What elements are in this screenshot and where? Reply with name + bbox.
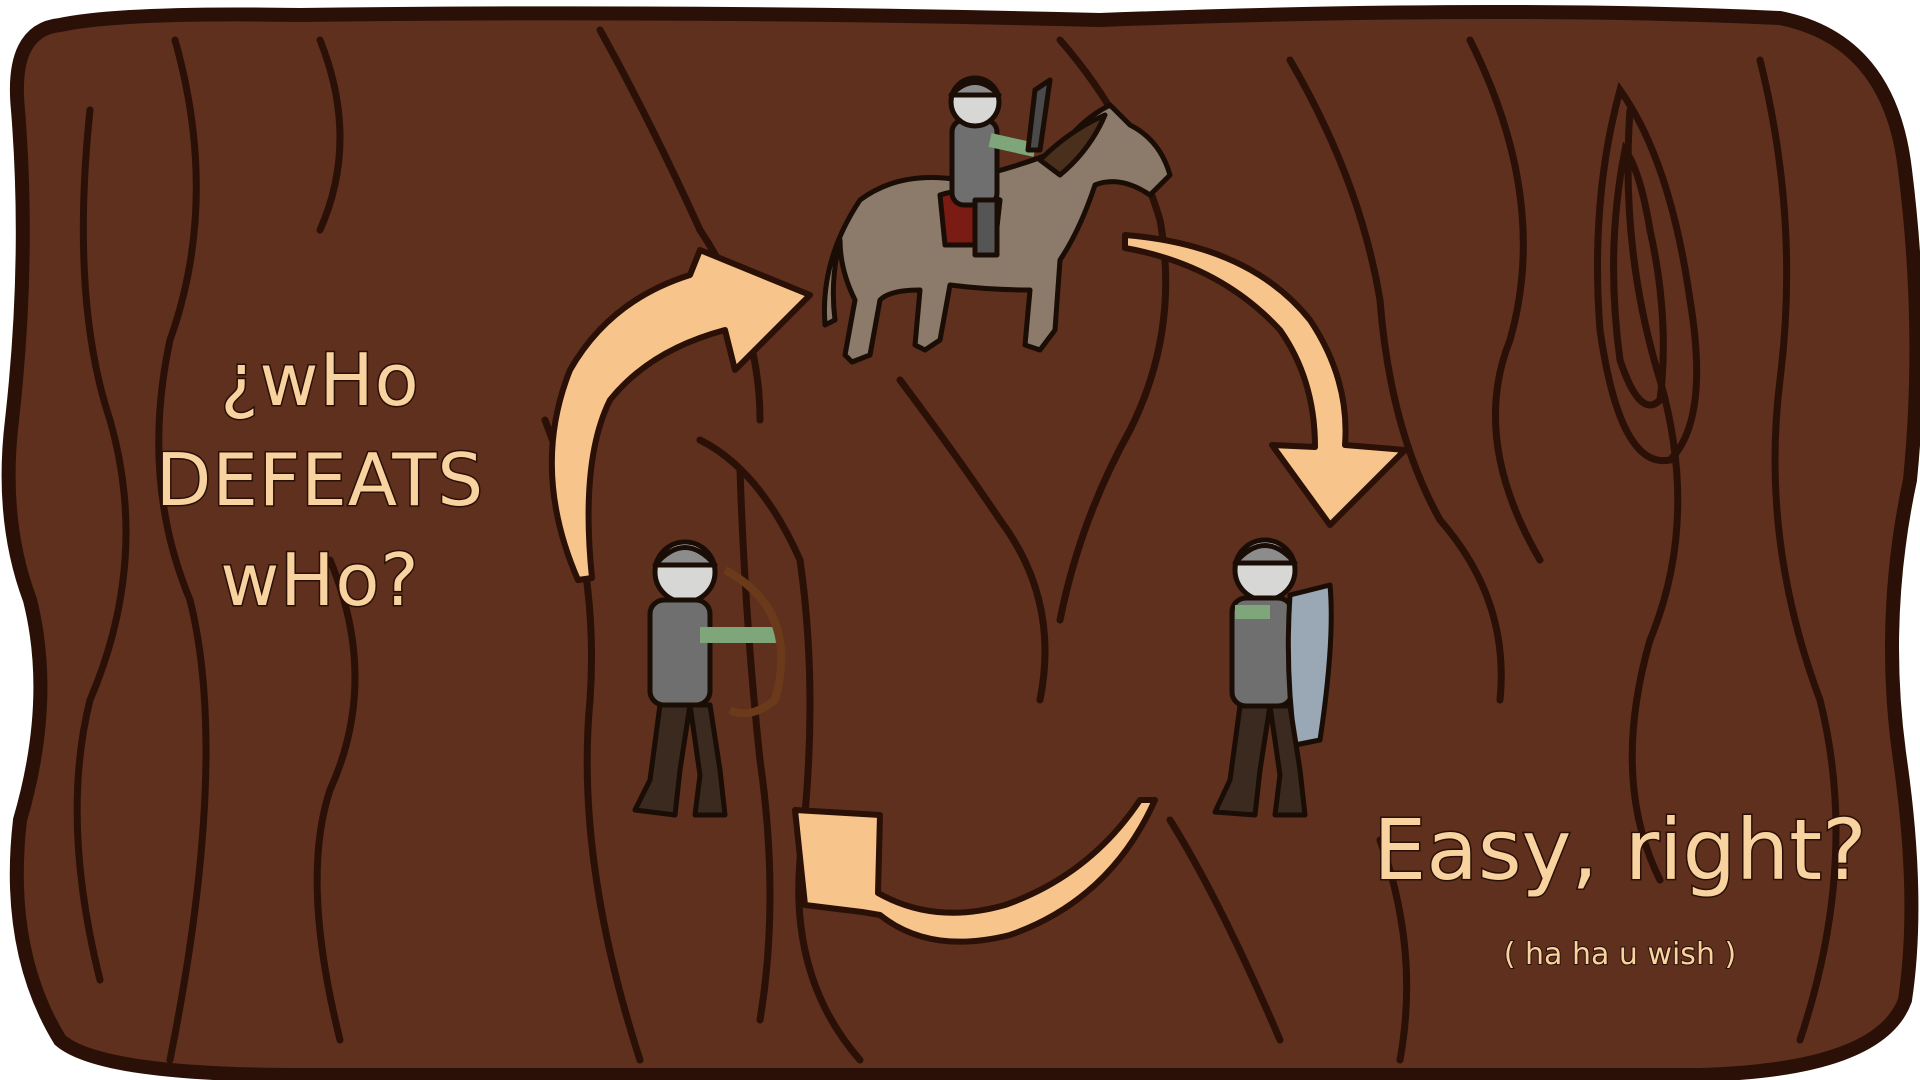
cycle-arrows <box>548 232 1408 945</box>
title-line-2: DEFEATS <box>154 437 485 524</box>
wood-grain <box>73 26 1840 1064</box>
arrow-spearman-to-archer <box>792 797 1158 945</box>
who-defeats-who-title: ¿wHo DEFEATS wHo? <box>90 330 550 630</box>
cavalry-unit <box>821 75 1173 365</box>
archer-unit <box>632 539 786 818</box>
spearman-unit <box>1212 537 1334 818</box>
easy-right-caption: Easy, right? <box>1372 800 1868 901</box>
aside-caption: ( ha ha u wish ) <box>1503 936 1737 973</box>
title-line-1: ¿wHo <box>219 337 420 424</box>
arrow-cavalry-to-spearman <box>1122 232 1408 528</box>
wood-knot <box>1594 81 1701 465</box>
wood-board <box>1 4 1920 1080</box>
title-line-3: wHo? <box>219 537 420 624</box>
arrow-archer-to-cavalry <box>548 247 813 583</box>
